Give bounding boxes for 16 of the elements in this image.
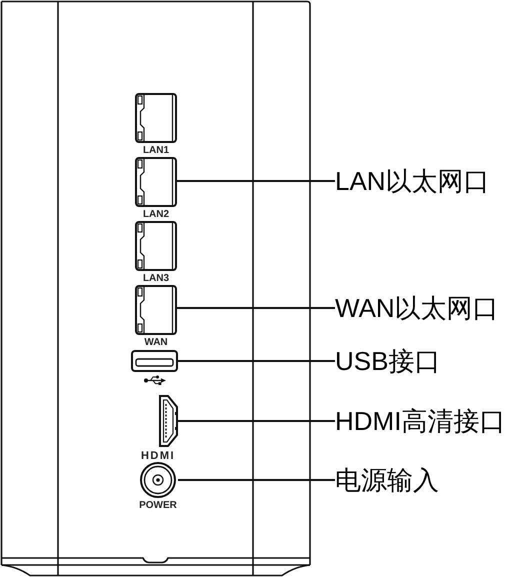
callout-label: 电源输入 xyxy=(335,465,439,495)
callout-label: WAN以太网口 xyxy=(335,293,499,323)
leader-line xyxy=(178,360,335,362)
port-label: LAN3 xyxy=(142,273,170,284)
leader-line xyxy=(177,180,335,182)
leader-line xyxy=(178,479,335,481)
leader-line xyxy=(178,420,335,422)
port-label: POWER xyxy=(139,500,177,511)
port-label: HDMI xyxy=(140,450,176,462)
port-label: WAN xyxy=(144,337,168,348)
callout-label: HDMI高清接口 xyxy=(335,406,506,436)
port-label: LAN1 xyxy=(142,145,170,156)
port-label: LAN2 xyxy=(142,209,170,220)
callout-label: LAN以太网口 xyxy=(335,166,490,196)
callout-label: USB接口 xyxy=(335,346,440,376)
leader-line xyxy=(177,307,335,309)
